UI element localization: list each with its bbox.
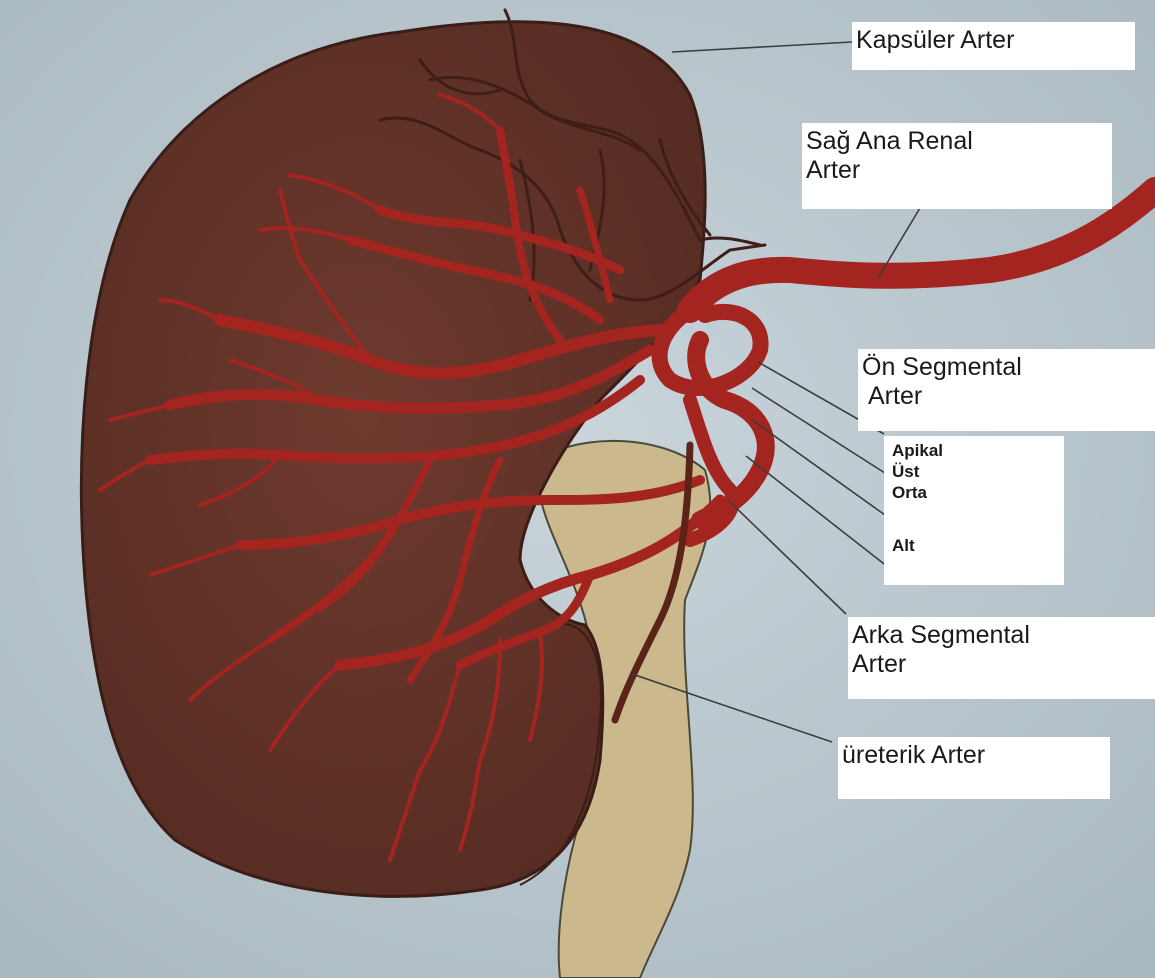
segment-orta: Orta: [892, 482, 1060, 503]
label-line: Arter: [852, 650, 1149, 679]
label-arka-segmental-arter: Arka Segmental Arter: [848, 617, 1155, 699]
label-sag-ana-renal-arter: Sağ Ana Renal Arter: [802, 123, 1112, 209]
label-kapsuler-arter: Kapsüler Arter: [852, 22, 1135, 70]
label-ureterik-arter: üreterik Arter: [838, 737, 1110, 799]
segment-apikal: Apikal: [892, 440, 1060, 461]
label-line: Arter: [862, 382, 1149, 411]
label-line: Ön Segmental: [862, 353, 1149, 382]
label-segments: Apikal Üst Orta Alt: [884, 436, 1064, 585]
label-on-segmental-arter: Ön Segmental Arter: [858, 349, 1155, 431]
segment-alt: Alt: [892, 535, 1060, 556]
label-line: Sağ Ana Renal: [806, 127, 1106, 156]
segment-ust: Üst: [892, 461, 1060, 482]
label-line: Kapsüler Arter: [856, 26, 1129, 55]
label-line: üreterik Arter: [842, 741, 1104, 770]
label-line: Arka Segmental: [852, 621, 1149, 650]
label-line: Arter: [806, 156, 1106, 185]
